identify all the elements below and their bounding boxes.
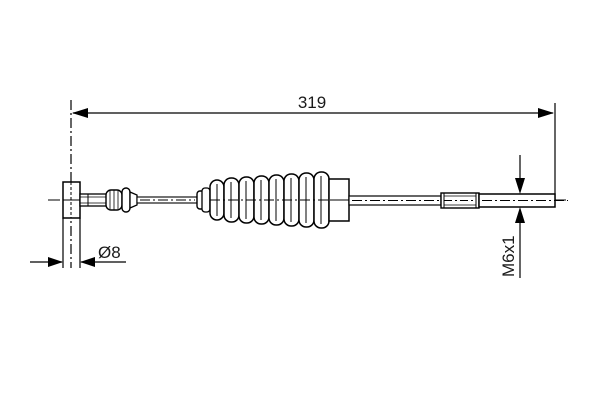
down-arrow-icon (515, 178, 525, 194)
overall-length-label: 319 (298, 93, 326, 112)
eye-end-fitting (62, 181, 81, 268)
eye-diameter-label: Ø8 (98, 243, 121, 262)
right-arrow-icon (538, 108, 554, 118)
thread-dimension: M6x1 (499, 155, 525, 278)
left-arrow-icon (48, 257, 63, 267)
outer-sleeve (348, 195, 442, 206)
inner-cable (136, 196, 198, 204)
overall-length-dimension: 319 (70, 93, 556, 268)
eye-diameter-dimension: Ø8 (30, 243, 126, 267)
threaded-end-sleeve (440, 192, 480, 209)
threaded-rod (478, 193, 568, 208)
thread-label: M6x1 (499, 235, 518, 277)
up-arrow-icon (515, 207, 525, 223)
protective-bellows (196, 171, 350, 229)
left-arrow-icon (72, 108, 88, 118)
right-arrow-icon (80, 257, 95, 267)
crimp-ferrule (79, 187, 138, 213)
